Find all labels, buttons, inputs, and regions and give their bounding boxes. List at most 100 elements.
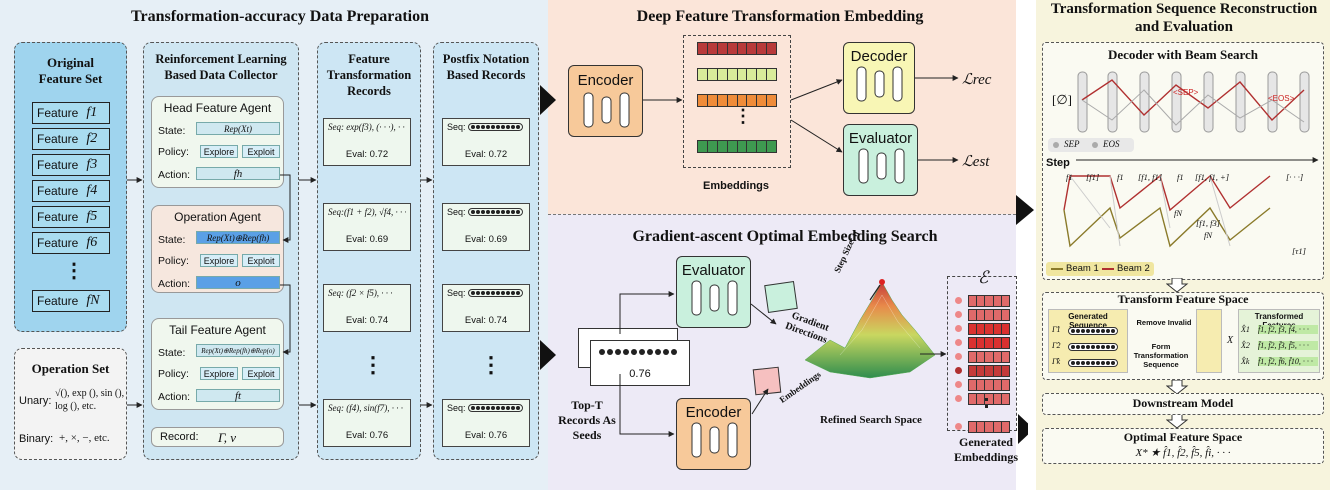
- records-title: Feature Transformation Records: [326, 52, 412, 98]
- gamma-token-dot: [1086, 329, 1090, 333]
- postfix-token-bar: [467, 208, 523, 216]
- gamma-label: Γ̂k: [1052, 357, 1061, 366]
- generated-cell: [969, 422, 978, 432]
- downstream-box: [1042, 393, 1324, 415]
- gamma-token-dot: [1106, 361, 1110, 365]
- postfix-token-bar: [467, 123, 523, 131]
- generated-cell: [977, 352, 986, 362]
- postfix-token-dot: [475, 210, 480, 214]
- generated-cell: [985, 394, 994, 404]
- generated-cell: [969, 352, 978, 362]
- gamma-token-dot: [1081, 345, 1085, 349]
- gamma-token-dot: [1081, 361, 1085, 365]
- feature-text: Feature: [37, 158, 79, 172]
- action-value: o: [196, 276, 280, 289]
- prep-title: Transformation-accuracy Data Preparation: [130, 8, 429, 25]
- binary-ops: +, ×, −, etc.: [59, 432, 110, 444]
- operation-set-title: Operation Set: [31, 361, 110, 376]
- dot-icon: [955, 325, 962, 332]
- policy-label: Policy:: [158, 255, 189, 267]
- dot-icon: [955, 395, 962, 402]
- policy-label: Policy:: [158, 146, 189, 158]
- generated-embedding: [968, 323, 1010, 335]
- seed-sequence-icon: [599, 349, 677, 355]
- embedding-cell: [757, 141, 768, 152]
- generated-cell: [994, 422, 1002, 432]
- postfix-token-dot: [480, 125, 485, 129]
- agent-title: Tail Feature Agent: [169, 323, 266, 337]
- embedding-row: [697, 68, 777, 81]
- generated-cell: [985, 422, 994, 432]
- postfix-token-dot: [500, 406, 505, 410]
- generated-cell: [994, 394, 1002, 404]
- eos-legend: EOS: [1103, 139, 1120, 149]
- postfix-token-dot: [500, 210, 505, 214]
- record-seq: Seq: (f4), sin(f7), · · ·: [328, 403, 403, 413]
- postfix-token-dot: [490, 291, 495, 295]
- star-icon: [955, 367, 962, 374]
- embedding-cell: [747, 43, 758, 54]
- generated-cell: [994, 310, 1002, 320]
- embedding-cell: [738, 95, 748, 106]
- generated-cell: [969, 324, 978, 334]
- evaluator-network-icon: [858, 148, 904, 184]
- beam-legend: SEP EOS: [1048, 138, 1134, 152]
- generated-embedding: [968, 295, 1010, 307]
- feature-text: Feature: [37, 184, 79, 198]
- postfix-token-dot: [485, 210, 490, 214]
- record-card: Seq:(f1 + f2), √f4, · · ·Eval: 0.69: [323, 203, 411, 251]
- record-label: Record:: [160, 431, 199, 443]
- gamma-token-dot: [1096, 361, 1100, 365]
- generated-cell: [994, 366, 1002, 376]
- unary-ops: √(), exp (), sin (), log (), etc.: [55, 388, 125, 412]
- beam-token: [f1]: [1086, 172, 1100, 182]
- recon-title: Transformation Sequence Reconstruction a…: [1050, 1, 1318, 35]
- postfix-token-dot: [500, 125, 505, 129]
- embedding-cell: [747, 141, 758, 152]
- generated-cell: [994, 324, 1002, 334]
- record-card: Seq: (f2 × f5), · · ·Eval: 0.74: [323, 284, 411, 332]
- generated-cell: [969, 380, 978, 390]
- postfix-token-dot: [490, 406, 495, 410]
- generated-embedding: [968, 337, 1010, 349]
- generated-cell: [994, 296, 1002, 306]
- generated-cell: [977, 394, 986, 404]
- optimal-formula: X* ★ f̂1, f̂2, f̂5, f̂i, · · ·: [1135, 447, 1231, 459]
- generated-embedding: [968, 309, 1010, 321]
- postfix-token-dot: [480, 291, 485, 295]
- beam2-swatch: [1102, 268, 1114, 270]
- embed-ellipsis: ⋮: [734, 106, 752, 126]
- action-label: Action:: [158, 278, 191, 290]
- generated-cell: [969, 296, 978, 306]
- generated-embedding: [968, 393, 1010, 405]
- embeddings-box: [683, 35, 791, 168]
- gamma-token-dot: [1111, 361, 1115, 365]
- generated-cell: [994, 380, 1002, 390]
- sep-legend: SEP: [1064, 139, 1080, 149]
- generated-cell: [977, 310, 986, 320]
- prep-connectors: [127, 85, 556, 408]
- empty-token: [∅]: [1052, 92, 1072, 107]
- generated-cell: [985, 296, 994, 306]
- seed-eval: 0.76: [629, 368, 651, 380]
- action-label: Action:: [158, 169, 191, 181]
- loss-rec: ℒrec: [962, 72, 992, 88]
- generated-cell: [977, 296, 986, 306]
- postfix-token-dot: [510, 291, 515, 295]
- gamma-token-dot: [1106, 345, 1110, 349]
- gamma-token-dot: [1071, 345, 1075, 349]
- refined-search-surface: [804, 279, 936, 379]
- generated-embedding: [968, 421, 1010, 433]
- postfix-card: Seq:Eval: 0.74: [442, 284, 530, 332]
- generated-cell: [985, 352, 994, 362]
- feature-symbol: f6: [86, 235, 98, 250]
- feature-text: Feature: [37, 132, 79, 146]
- state-label: State:: [158, 234, 186, 246]
- postfix-seq: Seq:: [447, 122, 525, 132]
- search-evaluator: Evaluator: [676, 256, 751, 328]
